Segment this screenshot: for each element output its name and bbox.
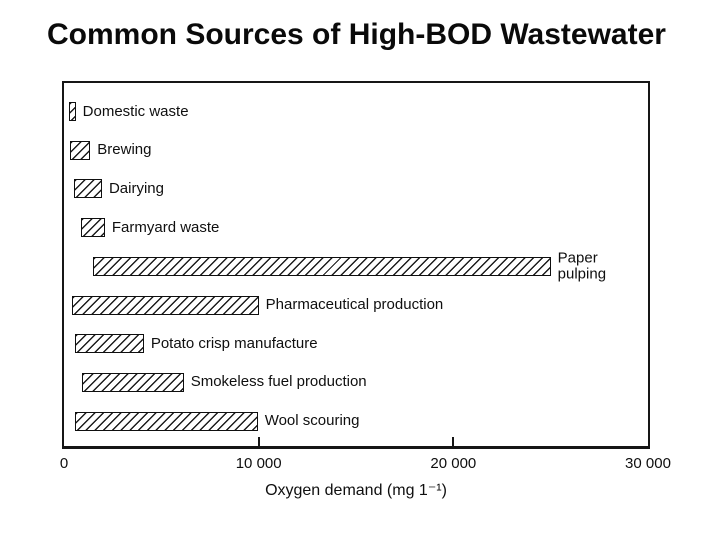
bar-label: Domestic waste: [82, 102, 189, 120]
bar-label: Pharmaceutical production: [265, 296, 444, 314]
x-axis-tick-labels: 0 10 000 20 000 30 000: [59, 455, 671, 475]
bar-label: Smokeless fuel production: [190, 373, 367, 391]
bar-potato-crisp-manufacture: [74, 334, 144, 354]
bar-label: Potato crisp manufacture: [150, 334, 318, 352]
bar-label: Paper pulping: [557, 249, 607, 283]
x-axis-tick: [452, 437, 455, 446]
bar-label: Wool scouring: [264, 412, 360, 430]
bar-label: Dairying: [108, 180, 164, 198]
page-title: Common Sources of High-BOD Wastewater: [47, 18, 666, 51]
x-axis-tick: [257, 437, 260, 446]
x-axis-tick-label: 10 000: [235, 455, 282, 472]
x-axis-title: Oxygen demand (mg 1⁻¹): [265, 482, 447, 499]
bar-dairying: [73, 179, 102, 199]
bar-label: Brewing: [97, 141, 152, 159]
bar-pharmaceutical-production: [71, 295, 259, 315]
bar-paper-pulping: [93, 256, 551, 276]
bar-smokeless-fuel-production: [82, 372, 184, 392]
x-axis-tick-label: 30 000: [625, 455, 671, 472]
x-axis-tick-label: 0: [59, 455, 69, 472]
x-axis-tick-label: 20 000: [430, 455, 477, 472]
bar-brewing: [69, 140, 91, 160]
bar-domestic-waste: [68, 102, 76, 121]
bar-label: Farmyard waste: [111, 218, 220, 236]
bar-farmyard-waste: [80, 218, 105, 238]
bar-wool-scouring: [74, 411, 258, 431]
